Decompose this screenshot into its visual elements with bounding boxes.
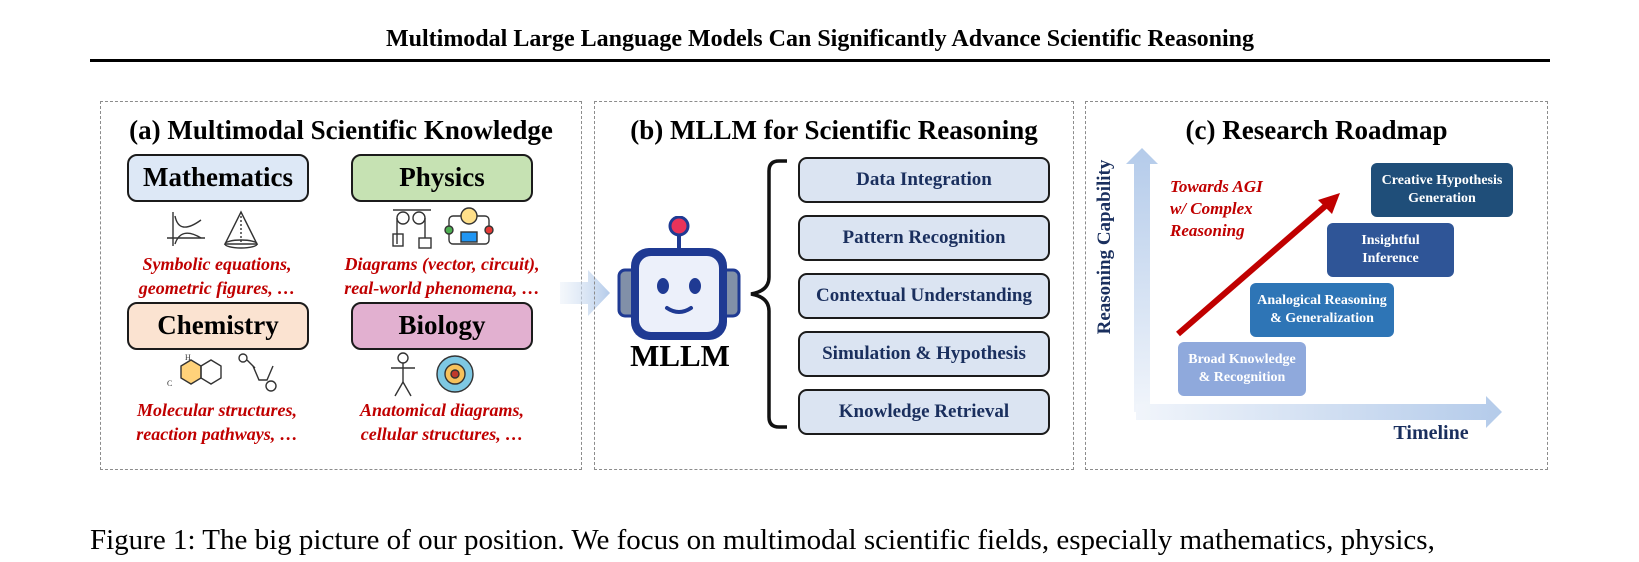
brace xyxy=(750,159,787,429)
y-axis-label: Reasoning Capability xyxy=(1094,159,1115,335)
trend-label-line2: w/ Complex xyxy=(1170,199,1253,218)
x-axis-label: Timeline xyxy=(1393,422,1469,444)
ability-knowledge-retrieval: Knowledge Retrieval xyxy=(798,389,1050,435)
mllm-label: MLLM xyxy=(630,338,730,373)
ability-contextual-understanding: Contextual Understanding xyxy=(798,273,1050,319)
field-mathematics: Mathematics xyxy=(127,154,309,202)
title-rule xyxy=(90,59,1550,62)
math-description-line1: Symbolic equations, xyxy=(142,254,292,274)
step-3-line2: Inference xyxy=(1362,251,1419,266)
physics-circuit-icon xyxy=(392,207,494,249)
chemistry-description-line1: Molecular structures, xyxy=(136,400,298,420)
chemistry-molecule-icon: H C xyxy=(167,353,277,392)
trend-label-line3: Reasoning xyxy=(1170,221,1245,240)
roadmap-axes xyxy=(1126,148,1502,428)
biology-anatomy-icon xyxy=(391,352,474,397)
ability-data-integration: Data Integration xyxy=(798,157,1050,203)
field-physics: Physics xyxy=(351,154,533,202)
figure-caption: Figure 1: The big picture of our positio… xyxy=(90,524,1435,556)
step-analogical-reasoning: Analogical Reasoning & Generalization xyxy=(1250,283,1394,337)
panel-b-title: (b) MLLM for Scientific Reasoning xyxy=(630,115,1038,145)
step-2-line1: Analogical Reasoning xyxy=(1257,293,1387,308)
biology-description-line1: Anatomical diagrams, xyxy=(359,400,525,420)
panel-c-roadmap: (c) Research Roadmap Reasoning Capabilit… xyxy=(1085,101,1548,470)
robot-icon xyxy=(617,216,741,340)
step-1-line2: & Recognition xyxy=(1198,370,1286,385)
physics-description-line2: real-world phenomena, … xyxy=(344,278,540,298)
svg-text:H: H xyxy=(185,353,191,362)
panel-a-title: (a) Multimodal Scientific Knowledge xyxy=(129,115,553,145)
step-broad-knowledge: Broad Knowledge & Recognition xyxy=(1178,342,1306,396)
trend-label-line1: Towards AGI xyxy=(1170,177,1263,196)
panel-a-knowledge: (a) Multimodal Scientific Knowledge Math… xyxy=(100,101,582,470)
math-description-line2: geometric figures, … xyxy=(138,278,296,298)
panel-b-mllm: (b) MLLM for Scientific Reasoning MLLM D… xyxy=(594,101,1074,470)
ability-pattern-recognition: Pattern Recognition xyxy=(798,215,1050,261)
chemistry-description-line2: reaction pathways, … xyxy=(136,424,298,444)
field-chemistry: Chemistry xyxy=(127,302,309,350)
step-4-line1: Creative Hypothesis xyxy=(1381,173,1503,188)
field-biology: Biology xyxy=(351,302,533,350)
svg-text:C: C xyxy=(167,379,172,388)
step-1-line1: Broad Knowledge xyxy=(1188,352,1296,367)
biology-description-line2: cellular structures, … xyxy=(360,424,524,444)
ability-simulation-hypothesis: Simulation & Hypothesis xyxy=(798,331,1050,377)
figure-title: Multimodal Large Language Models Can Sig… xyxy=(385,26,1255,52)
step-2-line2: & Generalization xyxy=(1270,311,1374,326)
physics-description-line1: Diagrams (vector, circuit), xyxy=(344,254,540,274)
arrow-right-icon xyxy=(560,270,610,316)
panel-c-title: (c) Research Roadmap xyxy=(1185,115,1448,145)
step-4-line2: Generation xyxy=(1408,191,1476,206)
step-3-line1: Insightful xyxy=(1361,233,1420,248)
trend-label: Towards AGI w/ Complex Reasoning xyxy=(1170,176,1263,242)
math-graph-icon xyxy=(167,210,259,249)
